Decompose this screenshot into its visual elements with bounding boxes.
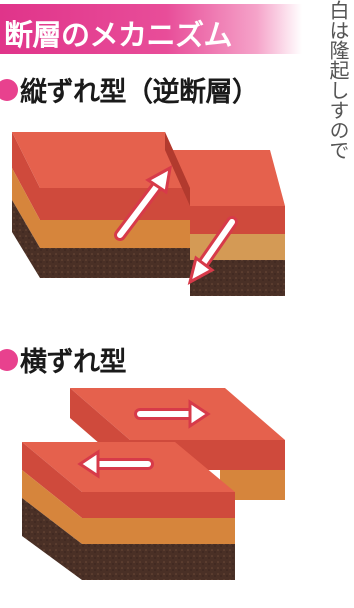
banner-title: 断層のメカニズム (4, 18, 233, 52)
arrow-right-icon (134, 399, 211, 429)
bullet-dot-icon (0, 78, 18, 101)
section-label-vertical: 縦ずれ型（逆断層） (20, 77, 259, 108)
section-label-horizontal: 横ずれ型 (20, 347, 127, 378)
arrow-left-icon (77, 449, 154, 479)
arrow-up-icon (114, 165, 172, 241)
arrow-down-icon (187, 216, 238, 285)
strike-slip-fault-diagram (22, 388, 285, 580)
section-heading-vertical: 縦ずれ型（逆断層） (0, 70, 259, 109)
side-vertical-text: 白は隆起しすのでれる (326, 0, 350, 160)
section-heading-horizontal: 横ずれ型 (0, 340, 127, 379)
reverse-fault-diagram (12, 132, 285, 296)
bullet-dot-icon (0, 348, 18, 371)
title-banner: 断層のメカニズム (0, 4, 302, 54)
